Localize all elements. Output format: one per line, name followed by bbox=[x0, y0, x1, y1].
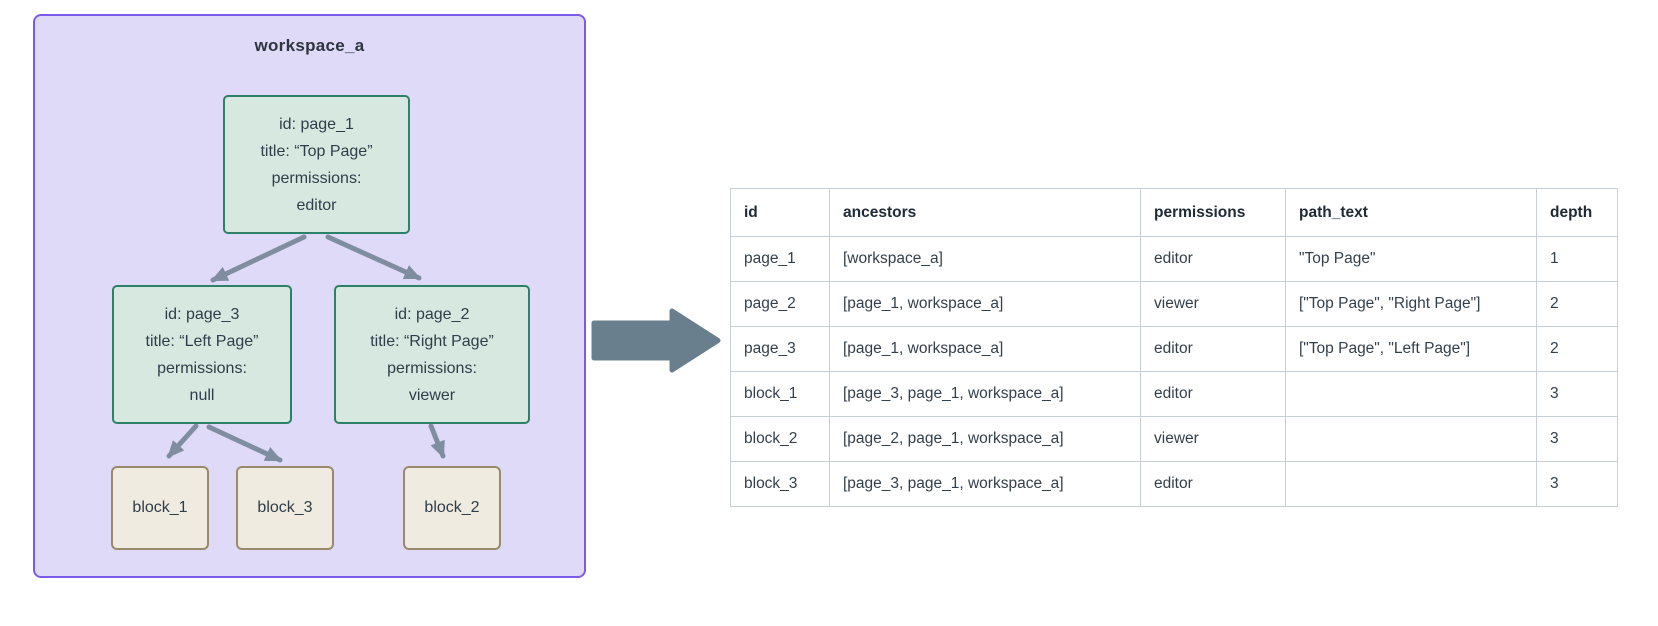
node-label: block_2 bbox=[424, 499, 480, 516]
cell-id: block_1 bbox=[730, 371, 830, 417]
table-row: page_3 [page_1, workspace_a] editor ["To… bbox=[730, 326, 1618, 372]
column-header-depth: depth bbox=[1536, 188, 1618, 237]
cell-permissions: editor bbox=[1140, 326, 1286, 372]
edge-page3-block1 bbox=[166, 423, 199, 459]
cell-depth: 2 bbox=[1536, 281, 1618, 327]
cell-id: block_3 bbox=[730, 461, 830, 507]
node-line: permissions: bbox=[387, 359, 477, 377]
node-label: block_1 bbox=[132, 499, 188, 516]
cell-depth: 3 bbox=[1536, 371, 1618, 417]
node-block-2: block_2 bbox=[403, 466, 501, 550]
node-line: title: “Top Page” bbox=[260, 142, 373, 160]
result-table: id ancestors permissions path_text depth… bbox=[730, 188, 1618, 507]
node-page-2: id: page_2 title: “Right Page” permissio… bbox=[334, 285, 530, 424]
cell-path-text: "Top Page" bbox=[1285, 236, 1537, 282]
cell-permissions: editor bbox=[1140, 236, 1286, 282]
cell-permissions: viewer bbox=[1140, 416, 1286, 462]
cell-depth: 2 bbox=[1536, 326, 1618, 372]
table-row: block_3 [page_3, page_1, workspace_a] ed… bbox=[730, 461, 1618, 507]
node-line: viewer bbox=[408, 386, 456, 404]
node-page-1: id: page_1 title: “Top Page” permissions… bbox=[223, 95, 410, 234]
workspace-title: workspace_a bbox=[254, 36, 365, 55]
cell-path-text: ["Top Page", "Right Page"] bbox=[1285, 281, 1537, 327]
table-header-row: id ancestors permissions path_text depth bbox=[730, 188, 1618, 237]
cell-ancestors: [page_2, page_1, workspace_a] bbox=[829, 416, 1141, 462]
cell-permissions: editor bbox=[1140, 461, 1286, 507]
edge-page1-page2 bbox=[325, 234, 422, 281]
cell-ancestors: [page_1, workspace_a] bbox=[829, 281, 1141, 327]
column-header-permissions: permissions bbox=[1140, 188, 1286, 237]
cell-path-text bbox=[1285, 371, 1537, 417]
cell-id: page_2 bbox=[730, 281, 830, 327]
cell-ancestors: [workspace_a] bbox=[829, 236, 1141, 282]
table-row: block_2 [page_2, page_1, workspace_a] vi… bbox=[730, 416, 1618, 462]
cell-path-text bbox=[1285, 416, 1537, 462]
edge-page3-block3 bbox=[206, 424, 283, 463]
cell-ancestors: [page_3, page_1, workspace_a] bbox=[829, 461, 1141, 507]
cell-path-text: ["Top Page", "Left Page"] bbox=[1285, 326, 1537, 372]
cell-depth: 3 bbox=[1536, 461, 1618, 507]
node-line: id: page_1 bbox=[279, 115, 354, 133]
column-header-path-text: path_text bbox=[1285, 188, 1537, 237]
cell-permissions: viewer bbox=[1140, 281, 1286, 327]
cell-id: page_1 bbox=[730, 236, 830, 282]
transform-arrow-icon bbox=[591, 308, 721, 373]
cell-ancestors: [page_3, page_1, workspace_a] bbox=[829, 371, 1141, 417]
node-block-1: block_1 bbox=[111, 466, 209, 550]
node-line: permissions: bbox=[271, 169, 362, 187]
node-page-3: id: page_3 title: “Left Page” permission… bbox=[112, 285, 292, 424]
node-label: block_3 bbox=[257, 499, 313, 516]
node-line: permissions: bbox=[157, 359, 247, 377]
node-line: title: “Right Page” bbox=[370, 332, 494, 350]
column-header-ancestors: ancestors bbox=[829, 188, 1141, 237]
node-line: id: page_3 bbox=[164, 305, 240, 323]
node-line: null bbox=[189, 386, 215, 404]
table-row: page_1 [workspace_a] editor "Top Page" 1 bbox=[730, 236, 1618, 282]
cell-ancestors: [page_1, workspace_a] bbox=[829, 326, 1141, 372]
table-row: block_1 [page_3, page_1, workspace_a] ed… bbox=[730, 371, 1618, 417]
node-block-3: block_3 bbox=[236, 466, 334, 550]
cell-path-text bbox=[1285, 461, 1537, 507]
node-line: title: “Left Page” bbox=[145, 332, 259, 350]
cell-id: page_3 bbox=[730, 326, 830, 372]
table-row: page_2 [page_1, workspace_a] viewer ["To… bbox=[730, 281, 1618, 327]
cell-depth: 3 bbox=[1536, 416, 1618, 462]
cell-permissions: editor bbox=[1140, 371, 1286, 417]
cell-depth: 1 bbox=[1536, 236, 1618, 282]
node-line: id: page_2 bbox=[394, 305, 470, 323]
column-header-id: id bbox=[730, 188, 830, 237]
edge-page2-block2 bbox=[428, 423, 446, 459]
cell-id: block_2 bbox=[730, 416, 830, 462]
workspace-container: workspace_a id: page_1 title: “Top Page”… bbox=[33, 14, 586, 578]
node-line: editor bbox=[296, 196, 337, 214]
edge-page1-page3 bbox=[210, 234, 307, 283]
